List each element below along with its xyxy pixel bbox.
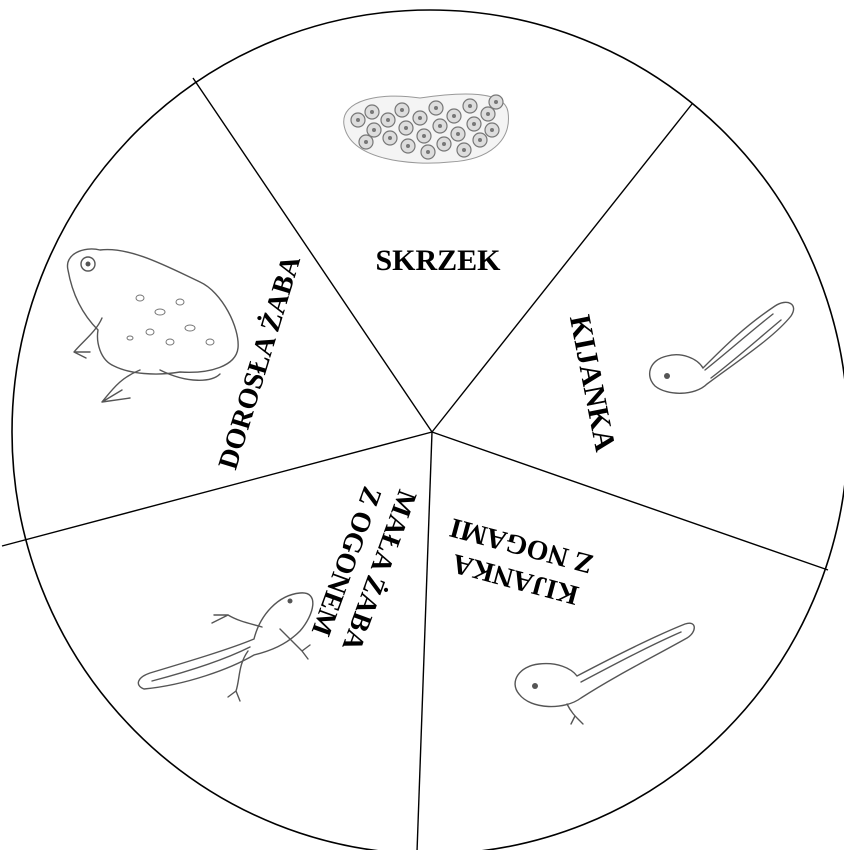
frog-spawn-icon bbox=[344, 94, 509, 163]
tadpole-icon bbox=[650, 302, 794, 393]
wheel-dividers bbox=[2, 78, 828, 850]
segment-tadpole-legs: KIJANKA Z NOGAMI bbox=[438, 511, 694, 724]
segment-tadpole: KIJANKA bbox=[563, 302, 794, 454]
label-froglet: MAŁA ŻABA Z OGONEM bbox=[302, 474, 423, 660]
froglet-with-tail-icon bbox=[138, 593, 313, 701]
segment-adult: DOROSŁA ŻABA bbox=[67, 249, 307, 473]
label-spawn: SKRZEK bbox=[375, 244, 501, 277]
segment-spawn: SKRZEK bbox=[344, 94, 509, 277]
label-tadpole: KIJANKA bbox=[563, 312, 622, 454]
tadpole-with-legs-icon bbox=[515, 623, 694, 724]
adult-frog-icon bbox=[67, 249, 238, 402]
label-tadpole-legs: KIJANKA Z NOGAMI bbox=[438, 511, 597, 612]
segment-froglet: MAŁA ŻABA Z OGONEM bbox=[138, 474, 422, 701]
